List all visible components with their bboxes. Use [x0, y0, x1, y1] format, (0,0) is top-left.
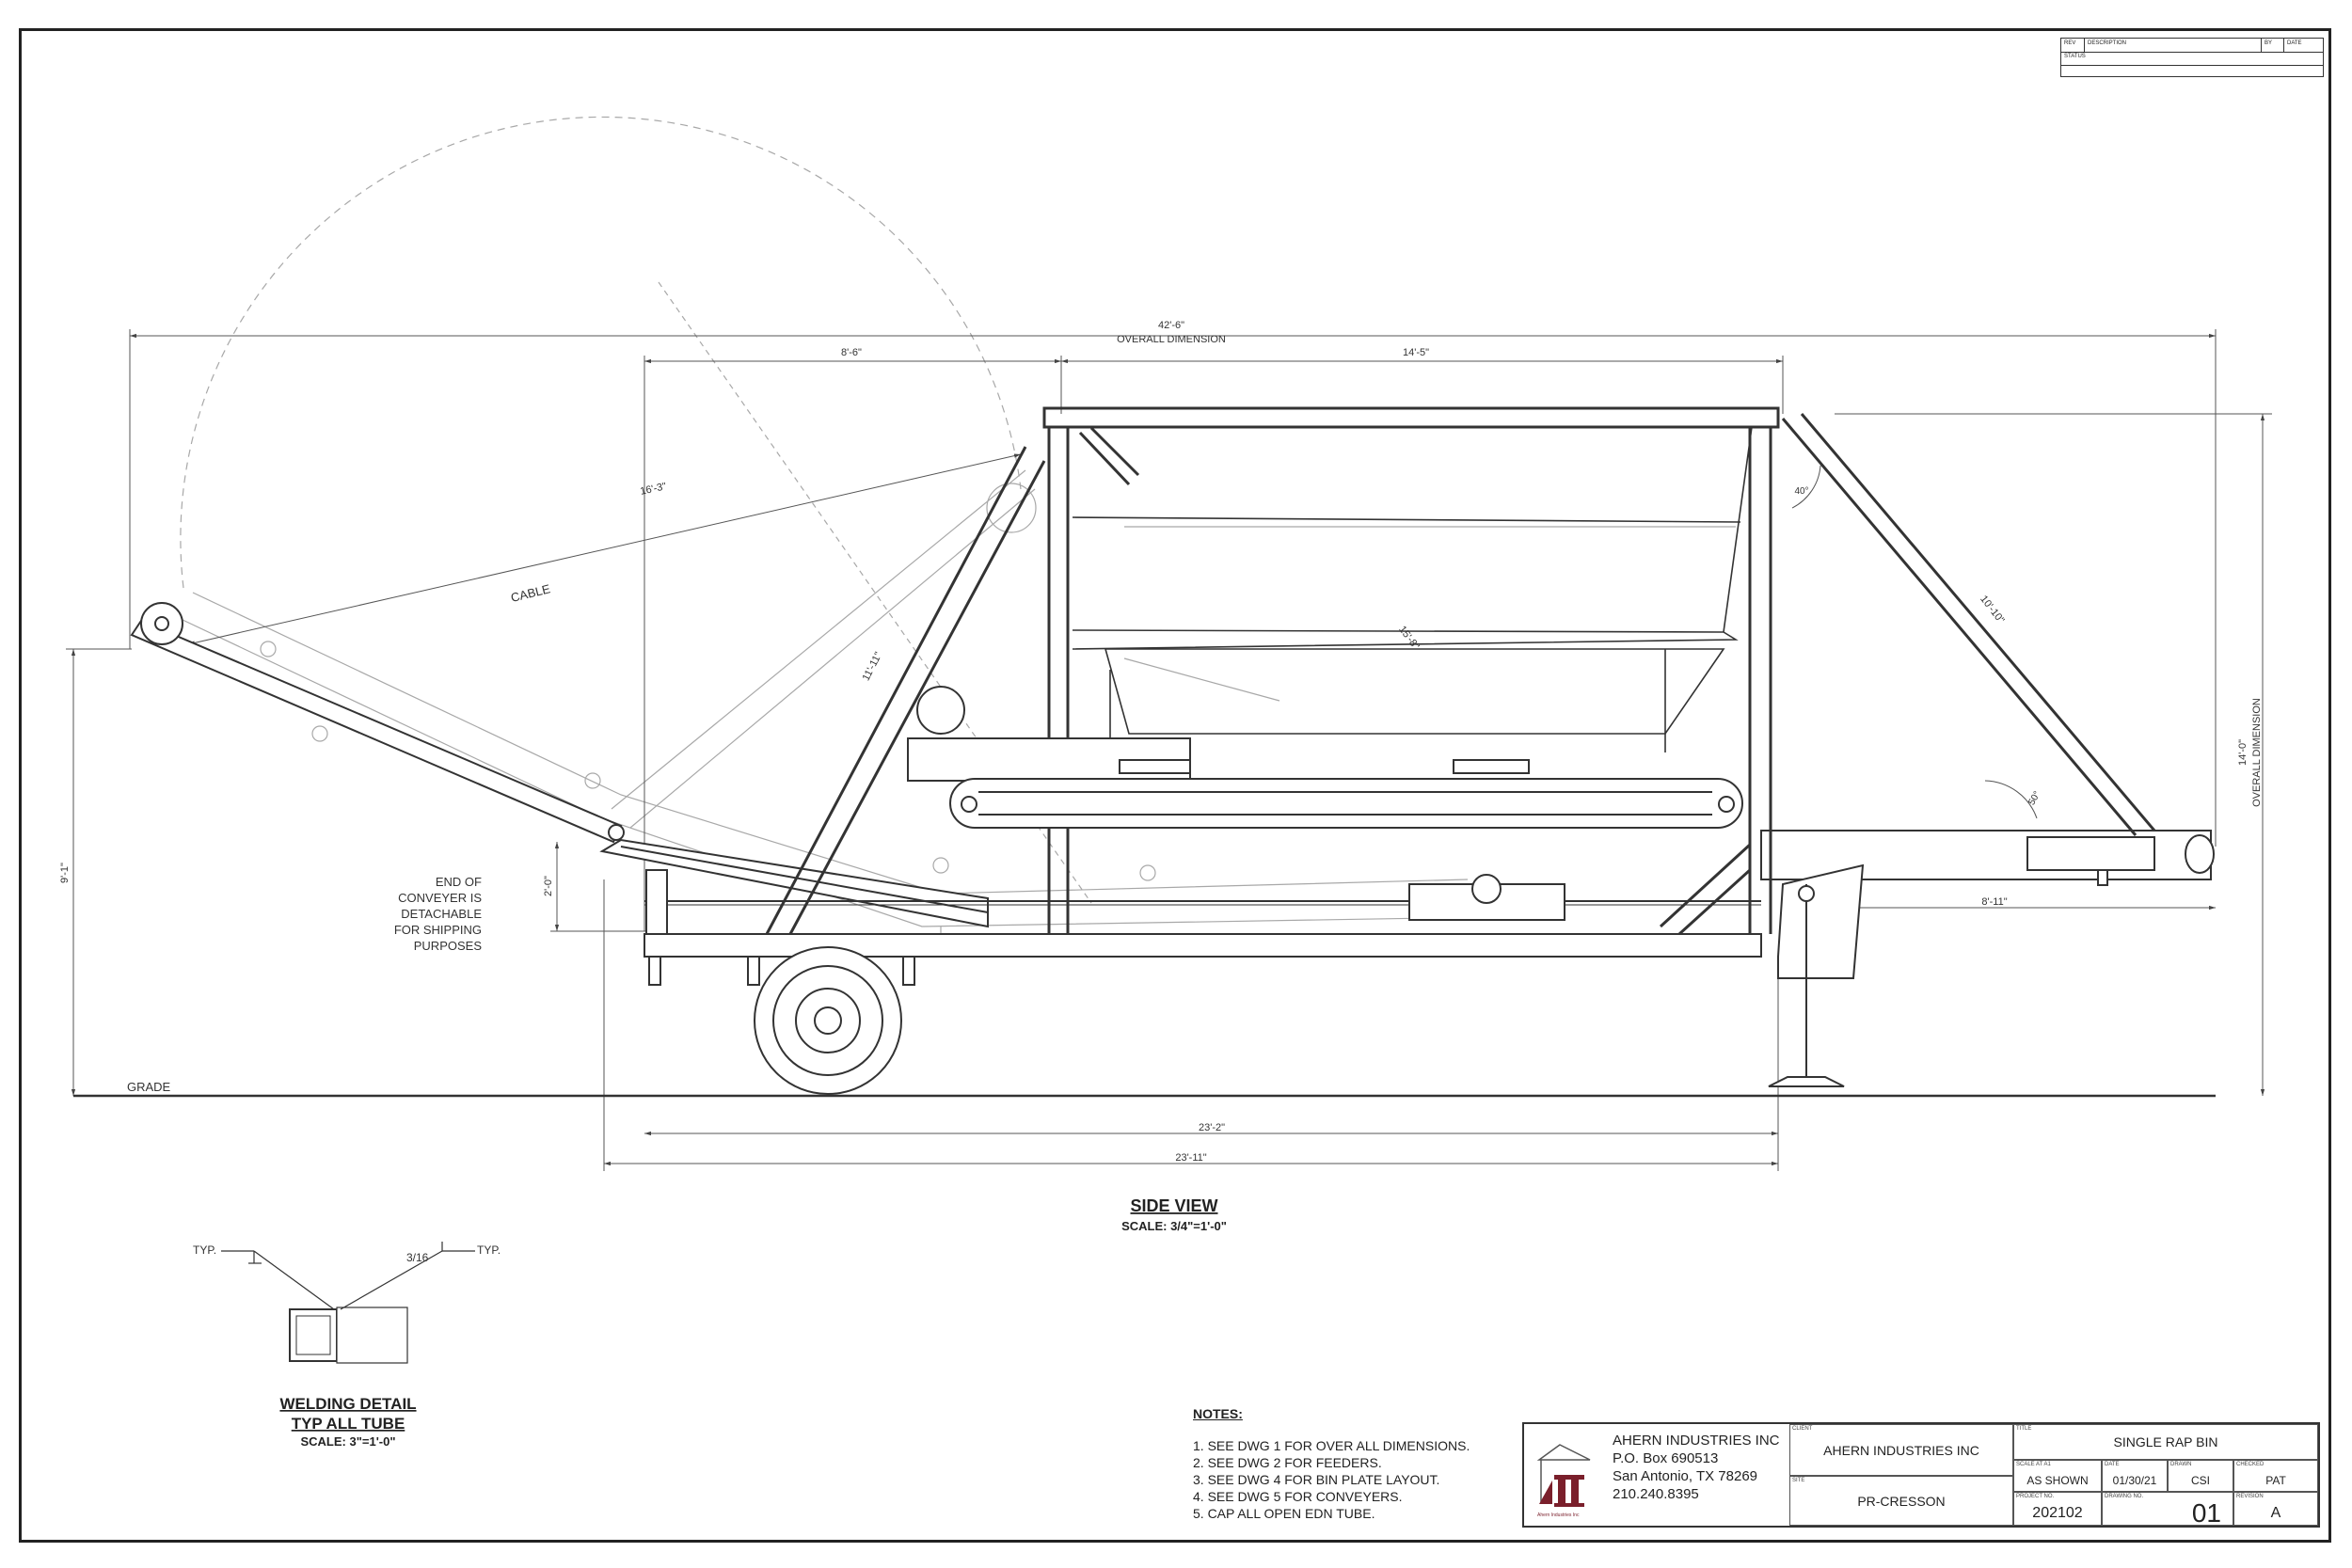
dim-diag-right: 10'-10": [1978, 594, 2007, 626]
trailer-wheel: [754, 946, 902, 1095]
weld-typ-left: TYP.: [193, 1243, 216, 1257]
feeder-belt: [907, 686, 1743, 829]
drawing-cell: DRAWING NO. 01: [2102, 1492, 2233, 1528]
callout-line-3: DETACHABLE: [401, 907, 482, 921]
note-2: 2. SEE DWG 2 FOR FEEDERS.: [1193, 1455, 1382, 1470]
site-value: PR-CRESSON: [1857, 1494, 1946, 1509]
dim-cable-length: 16'-3": [639, 481, 667, 498]
discharge-conveyor: [130, 602, 989, 928]
bin-hopper: [1072, 426, 1753, 752]
weld-scale: SCALE: 3"=1'-0": [300, 1434, 395, 1449]
date-value: 01/30/21: [2112, 1474, 2157, 1487]
rev-label: REV: [2064, 40, 2076, 46]
weld-title-1: WELDING DETAIL: [279, 1395, 416, 1413]
project-value: 202102: [2032, 1505, 2083, 1521]
dim-height-left: 9'-1": [59, 863, 71, 883]
site-cell: SITE PR-CRESSON: [1789, 1476, 2013, 1526]
callout-line-5: PURPOSES: [414, 939, 483, 953]
revision-value: A: [2270, 1505, 2281, 1521]
company-name: AHERN INDUSTRIES INC: [1613, 1433, 1780, 1449]
side-view-title: SIDE VIEW: [1130, 1196, 1217, 1215]
drawn-label: DRAWN: [2170, 1462, 2192, 1467]
date-label: DATE: [2287, 40, 2302, 46]
company-phone: 210.240.8395: [1613, 1486, 1699, 1502]
revision-cell: REVISION A: [2233, 1492, 2318, 1526]
dim-diag-mid: 15'-8": [1396, 624, 1422, 652]
date-label: DATE: [2105, 1462, 2120, 1467]
project-cell: PROJECT NO. 202102: [2013, 1492, 2102, 1526]
note-1: 1. SEE DWG 1 FOR OVER ALL DIMENSIONS.: [1193, 1438, 1470, 1453]
status-label: STATUS: [2064, 54, 2086, 59]
weld-typ-right: TYP.: [477, 1243, 501, 1257]
drawn-value: CSI: [2190, 1474, 2210, 1487]
project-label: PROJECT NO.: [2016, 1494, 2055, 1499]
note-5: 5. CAP ALL OPEN EDN TUBE.: [1193, 1506, 1375, 1521]
dim-right-top: 14'-5": [1403, 347, 1429, 358]
callout-line-2: CONVEYER IS: [398, 891, 482, 905]
client-label: CLIENT: [1792, 1426, 1813, 1432]
dim-bottom-1: 23'-2": [1199, 1122, 1225, 1133]
revision-block: REV DESCRIPTION BY DATE STATUS: [2060, 38, 2324, 77]
company-po-box: P.O. Box 690513: [1613, 1450, 1719, 1466]
checked-label: CHECKED: [2236, 1462, 2265, 1467]
overall-height-value: 14'-0": [2237, 739, 2249, 766]
title-cell: TITLE SINGLE RAP BIN: [2013, 1424, 2318, 1460]
notes-title: NOTES:: [1193, 1406, 1243, 1421]
scale-value: AS SHOWN: [2026, 1474, 2089, 1487]
site-label: SITE: [1792, 1478, 1805, 1483]
angle-top: 40°: [1794, 486, 1808, 497]
company-logo: [1536, 1444, 1591, 1507]
note-3: 3. SEE DWG 4 FOR BIN PLATE LAYOUT.: [1193, 1472, 1440, 1487]
overall-length-value: 42'-6": [1158, 320, 1184, 331]
checked-value: PAT: [2265, 1474, 2286, 1487]
cable-label: CABLE: [509, 581, 551, 605]
weld-title-2: TYP ALL TUBE: [292, 1415, 405, 1433]
dim-drop: 2'-0": [543, 876, 554, 896]
dim-diag-left: 11'-11": [861, 650, 884, 682]
revision-label: REVISION: [2236, 1494, 2264, 1499]
company-city: San Antonio, TX 78269: [1613, 1468, 1758, 1484]
client-value: AHERN INDUSTRIES INC: [1823, 1443, 1979, 1458]
date-cell: DATE 01/30/21: [2102, 1460, 2168, 1492]
drawing-label: DRAWING NO.: [2105, 1494, 2144, 1499]
scale-cell: SCALE AT A1 AS SHOWN: [2013, 1460, 2102, 1492]
dim-left-top: 8'-6": [841, 347, 862, 358]
drawing-value: 01: [2191, 1498, 2221, 1528]
callout-line-1: END OF: [436, 875, 482, 889]
grade-label: GRADE: [127, 1080, 171, 1094]
checked-cell: CHECKED PAT: [2233, 1460, 2318, 1492]
title-label: TITLE: [2016, 1426, 2032, 1432]
weld-size: 3/16: [406, 1251, 429, 1264]
by-label: BY: [2265, 40, 2273, 46]
side-view-scale: SCALE: 3/4"=1'-0": [1121, 1219, 1227, 1233]
title-value: SINGLE RAP BIN: [2113, 1434, 2218, 1449]
logo-caption: Ahern Industries Inc: [1537, 1513, 1580, 1518]
dimension-lines: [66, 329, 2272, 1171]
overall-length-label: OVERALL DIMENSION: [1117, 334, 1226, 345]
drawn-cell: DRAWN CSI: [2168, 1460, 2233, 1492]
welding-detail: [221, 1242, 475, 1364]
description-label: DESCRIPTION: [2088, 40, 2127, 46]
note-4: 4. SEE DWG 5 FOR CONVEYERS.: [1193, 1489, 1403, 1504]
bin-frame: [765, 406, 2156, 936]
title-block: Ahern Industries Inc AHERN INDUSTRIES IN…: [1522, 1422, 2320, 1528]
overall-height-label: OVERALL DIMENSION: [2251, 698, 2263, 807]
callout-line-4: FOR SHIPPING: [394, 923, 482, 937]
client-cell: CLIENT AHERN INDUSTRIES INC: [1789, 1424, 2013, 1476]
dim-tongue: 8'-11": [1981, 896, 2007, 908]
sheet-border: [19, 28, 2331, 1543]
scale-label: SCALE AT A1: [2016, 1462, 2051, 1467]
dim-bottom-2: 23'-11": [1175, 1152, 1206, 1164]
